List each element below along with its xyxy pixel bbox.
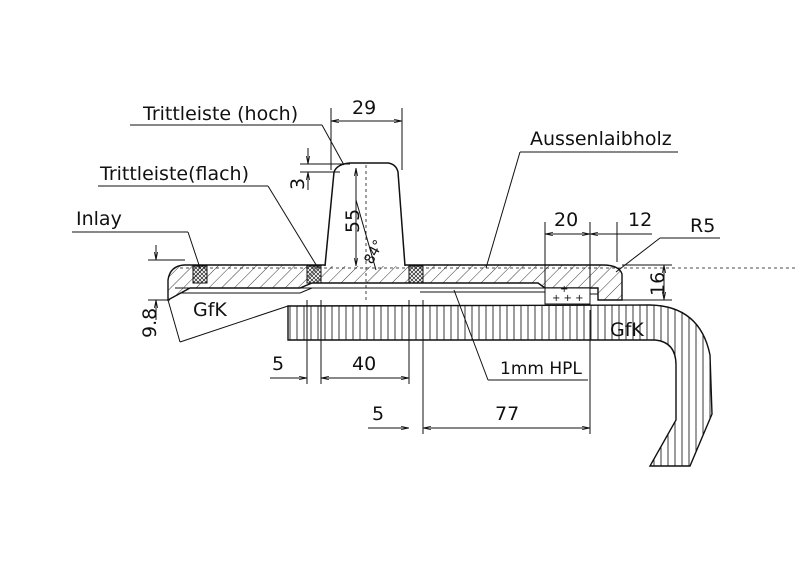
dim-29: 29 xyxy=(352,97,376,119)
dim-77: 77 xyxy=(495,403,519,425)
dim-55: 55 xyxy=(342,209,364,233)
dim-5-b: 5 xyxy=(372,403,384,425)
label-gfk-right: GfK xyxy=(610,319,644,341)
glue-layer: + + + + xyxy=(175,284,598,305)
dim-20: 20 xyxy=(554,209,578,231)
inlay-blocks xyxy=(192,265,424,284)
dim-40: 40 xyxy=(352,353,376,375)
dim-3: 3 xyxy=(287,178,309,190)
label-gfk-left: GfK xyxy=(193,299,227,321)
dim-16: 16 xyxy=(647,272,669,296)
deck-plate xyxy=(167,264,798,302)
label-trittleiste-hoch: Trittleiste (hoch) xyxy=(142,103,298,125)
label-trittleiste-flach: Trittleiste(flach) xyxy=(99,163,249,185)
label-inlay: Inlay xyxy=(76,208,122,230)
leaders xyxy=(72,124,720,381)
labels: Trittleiste (hoch) Trittleiste(flach) In… xyxy=(76,97,715,425)
svg-text:+ + +: + + + xyxy=(552,293,584,304)
svg-text:+: + xyxy=(560,284,568,295)
dimension-lines xyxy=(148,108,672,434)
label-hpl: 1mm HPL xyxy=(500,359,582,379)
dim-5-a: 5 xyxy=(272,353,284,375)
dim-12: 12 xyxy=(628,209,652,231)
gfk-hull xyxy=(167,299,713,467)
label-r5: R5 xyxy=(690,215,715,237)
trittleiste-hoch-profile xyxy=(324,162,406,300)
dim-9-8: 9.8 xyxy=(139,308,161,338)
label-aussenlaibholz: Aussenlaibholz xyxy=(530,128,672,150)
